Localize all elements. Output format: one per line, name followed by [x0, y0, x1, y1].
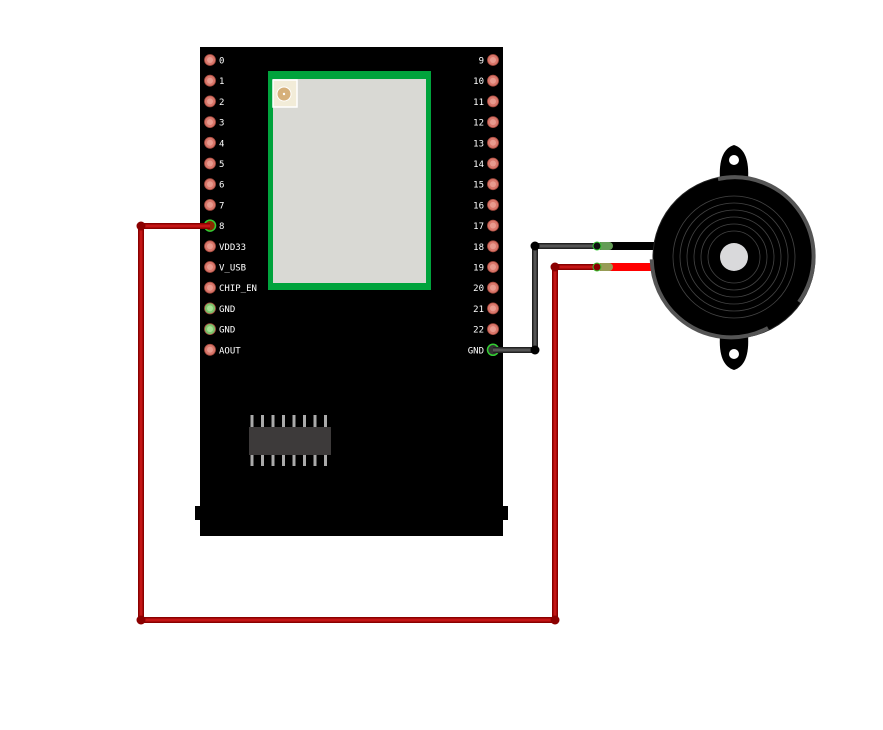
pin-label: 2	[219, 98, 224, 108]
pin-label: 8	[219, 222, 224, 232]
pin-label: V_USB	[219, 264, 246, 274]
pin-label: GND	[219, 326, 235, 336]
pin-label: 9	[479, 57, 484, 67]
pin-left-gnd[interactable]: GND	[204, 323, 236, 336]
pin-left-5[interactable]: 5	[204, 157, 225, 170]
pin-left-7[interactable]: 7	[204, 198, 225, 211]
buzzer-lead-black	[600, 242, 658, 250]
pin-label: AOUT	[219, 346, 241, 356]
pin-left-v_usb[interactable]: V_USB	[204, 261, 247, 274]
pin-left-aout[interactable]: AOUT	[204, 343, 242, 356]
pin-left-6[interactable]: 6	[204, 178, 225, 191]
pin-label: 13	[473, 139, 484, 149]
pin-left-3[interactable]: 3	[204, 116, 225, 129]
pin-label: 20	[473, 284, 484, 294]
pin-right-14[interactable]: 14	[473, 157, 499, 170]
ic-chip	[249, 415, 331, 466]
pin-left-vdd33[interactable]: VDD33	[204, 240, 247, 253]
pin-right-20[interactable]: 20	[473, 281, 499, 294]
pin-right-9[interactable]: 9	[479, 54, 499, 67]
pin-right-16[interactable]: 16	[473, 198, 499, 211]
pin-label: 16	[473, 201, 484, 211]
pin-right-18[interactable]: 18	[473, 240, 499, 253]
pin-left-chip_en[interactable]: CHIP_EN	[204, 281, 257, 294]
pin-label: 17	[473, 222, 484, 232]
pin-right-11[interactable]: 11	[473, 95, 499, 108]
pin-label: 5	[219, 160, 224, 170]
pin-left-gnd[interactable]: GND	[204, 302, 236, 315]
pin-label: 7	[219, 201, 224, 211]
microcontroller-board[interactable]: 012345678VDD33V_USBCHIP_ENGNDGNDAOUT9101…	[195, 47, 508, 536]
pin-label: GND	[219, 305, 235, 315]
pin-right-19[interactable]: 19	[473, 261, 499, 274]
pin-label: 1	[219, 77, 224, 87]
pin-right-17[interactable]: 17	[473, 219, 499, 232]
pin-right-15[interactable]: 15	[473, 178, 499, 191]
pin-label: 22	[473, 326, 484, 336]
pin-label: 14	[473, 160, 484, 170]
pin-label: 0	[219, 57, 224, 67]
pin-right-12[interactable]: 12	[473, 116, 499, 129]
module-shield	[273, 79, 426, 283]
pin-label: 11	[473, 98, 484, 108]
pin-label: 18	[473, 243, 484, 253]
wire-gnd-to-buzzer[interactable]	[493, 241, 597, 355]
pin-label: 6	[219, 181, 224, 191]
pin-left-2[interactable]: 2	[204, 95, 225, 108]
pin-label: GND	[468, 346, 484, 356]
pin-label: 3	[219, 119, 224, 129]
pin-right-13[interactable]: 13	[473, 136, 499, 149]
buzzer-center	[720, 243, 748, 271]
pin-left-0[interactable]: 0	[204, 54, 225, 67]
pin-right-21[interactable]: 21	[473, 302, 499, 315]
pin-right-10[interactable]: 10	[473, 74, 499, 87]
pin-label: 4	[219, 139, 224, 149]
antenna-connector-icon	[272, 79, 298, 108]
pin-label: 19	[473, 264, 484, 274]
pin-left-1[interactable]: 1	[204, 74, 225, 87]
pin-label: 10	[473, 77, 484, 87]
pin-label: CHIP_EN	[219, 284, 257, 294]
piezo-buzzer[interactable]	[592, 145, 816, 370]
pin-left-4[interactable]: 4	[204, 136, 225, 149]
buzzer-lead-red	[600, 263, 658, 271]
pin-label: 21	[473, 305, 484, 315]
pin-right-22[interactable]: 22	[473, 323, 499, 336]
pin-label: 12	[473, 119, 484, 129]
wire-pin8-to-buzzer[interactable]	[136, 221, 598, 625]
pin-label: 15	[473, 181, 484, 191]
pin-label: VDD33	[219, 243, 246, 253]
